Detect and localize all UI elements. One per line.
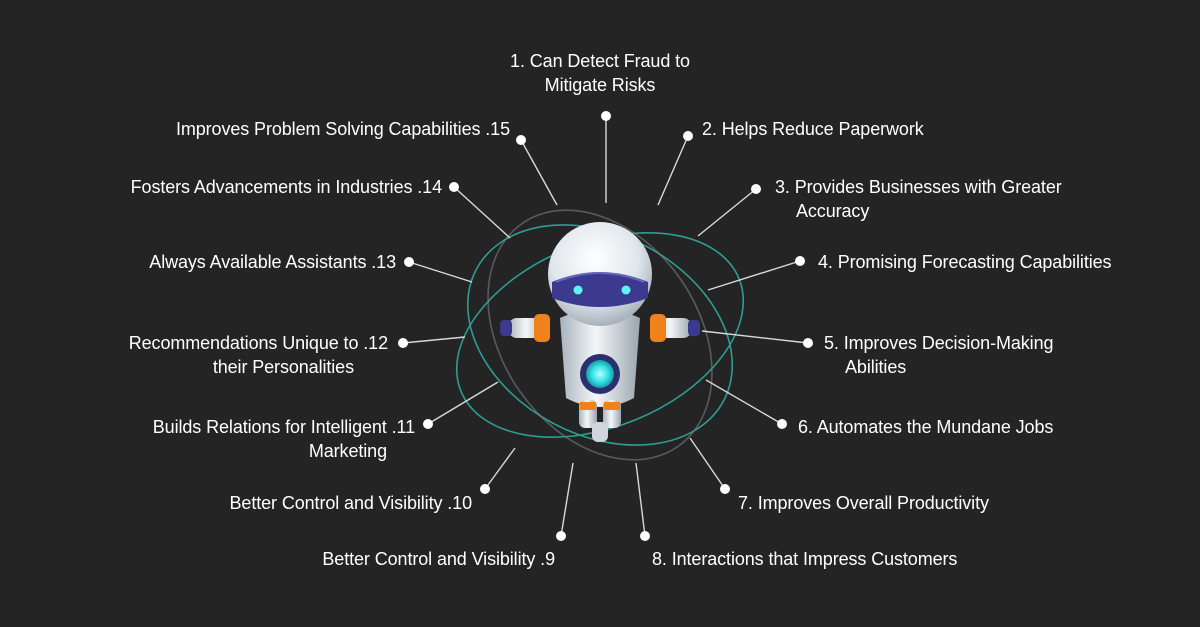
benefit-label-8: 8. Interactions that Impress Customers — [652, 547, 957, 571]
benefit-label-12: Recommendations Unique to .12 their Pers… — [129, 331, 388, 379]
benefit-label-10: Better Control and Visibility .10 — [230, 491, 473, 515]
benefit-label-8-line-1: 8. Interactions that Impress Customers — [652, 549, 958, 569]
benefit-label-1-line-2: Mitigate Risks — [544, 75, 656, 95]
benefit-label-4: 4. Promising Forecasting Capabilities — [818, 250, 1112, 274]
benefit-label-15: Improves Problem Solving Capabilities .1… — [176, 117, 510, 141]
connector-line-14 — [453, 186, 511, 239]
benefit-label-14: Fosters Advancements in Industries .14 — [131, 175, 442, 199]
benefit-label-2: 2. Helps Reduce Paperwork — [702, 117, 924, 141]
benefit-label-1-line-1: 1. Can Detect Fraud to — [510, 51, 690, 71]
connector-line-12 — [402, 336, 466, 344]
label-dot-15 — [516, 135, 526, 145]
benefit-label-1: 1. Can Detect Fraud to Mitigate Risks — [485, 49, 715, 97]
label-dot-7 — [720, 484, 730, 494]
benefit-label-5: 5. Improves Decision-Making Abilities — [824, 331, 1053, 379]
label-dot-10 — [480, 484, 490, 494]
benefit-label-10-line-1: Better Control and Visibility .10 — [229, 493, 473, 513]
benefit-label-11: Builds Relations for Intelligent .11 Mar… — [153, 415, 415, 463]
label-dot-13 — [404, 257, 414, 267]
benefit-label-11-line-1: Builds Relations for Intelligent .11 — [152, 417, 415, 437]
connector-line-2 — [657, 135, 689, 206]
benefit-label-5-line-1: 5. Improves Decision-Making — [824, 333, 1054, 353]
benefit-label-11-line-2: Marketing — [308, 441, 387, 461]
label-dot-3 — [751, 184, 761, 194]
benefit-label-6-line-1: 6. Automates the Mundane Jobs — [798, 417, 1054, 437]
label-dot-1 — [601, 111, 611, 121]
connector-line-7 — [689, 437, 726, 490]
connector-line-5 — [701, 330, 809, 344]
benefit-label-3: 3. Provides Businesses with Greater Accu… — [775, 175, 1062, 223]
benefit-label-3-line-1: 3. Provides Businesses with Greater — [775, 177, 1062, 197]
benefit-label-12-line-1: Recommendations Unique to .12 — [128, 333, 388, 353]
benefit-label-14-line-1: Fosters Advancements in Industries .14 — [130, 177, 442, 197]
connector-line-8 — [635, 462, 646, 537]
connector-line-13 — [408, 261, 473, 283]
connector-line-6 — [705, 379, 783, 425]
benefit-label-5-line-2: Abilities — [845, 357, 907, 377]
benefit-label-13: Always Available Assistants .13 — [149, 250, 396, 274]
label-dot-4 — [795, 256, 805, 266]
label-dot-9 — [556, 531, 566, 541]
benefit-label-9-line-1: Better Control and Visibility .9 — [322, 549, 555, 569]
connector-line-11 — [427, 381, 499, 425]
connector-line-15 — [520, 139, 558, 206]
label-dot-5 — [803, 338, 813, 348]
benefit-label-13-line-1: Always Available Assistants .13 — [149, 252, 396, 272]
label-dot-12 — [398, 338, 408, 348]
benefit-label-4-line-1: 4. Promising Forecasting Capabilities — [818, 252, 1112, 272]
connector-line-9 — [560, 462, 574, 537]
connector-line-4 — [707, 260, 801, 291]
benefit-label-9: Better Control and Visibility .9 — [322, 547, 555, 571]
robot-icon — [500, 222, 700, 442]
label-dots — [398, 111, 813, 541]
benefit-label-3-line-2: Accuracy — [796, 201, 870, 221]
label-dot-6 — [777, 419, 787, 429]
label-dot-8 — [640, 531, 650, 541]
label-dot-14 — [449, 182, 459, 192]
label-dot-11 — [423, 419, 433, 429]
benefit-label-12-line-2: their Personalities — [212, 357, 354, 377]
benefit-label-6: 6. Automates the Mundane Jobs — [798, 415, 1053, 439]
benefit-label-7-line-1: 7. Improves Overall Productivity — [738, 493, 989, 513]
connector-lines — [402, 116, 809, 537]
orbit-ring-3 — [487, 209, 713, 461]
label-dot-2 — [683, 131, 693, 141]
connector-line-3 — [697, 188, 757, 237]
benefit-label-7: 7. Improves Overall Productivity — [738, 491, 989, 515]
orbit-ring-2 — [466, 224, 734, 446]
benefit-label-2-line-1: 2. Helps Reduce Paperwork — [702, 119, 924, 139]
connector-line-10 — [484, 447, 516, 490]
benefit-label-15-line-1: Improves Problem Solving Capabilities .1… — [175, 119, 510, 139]
